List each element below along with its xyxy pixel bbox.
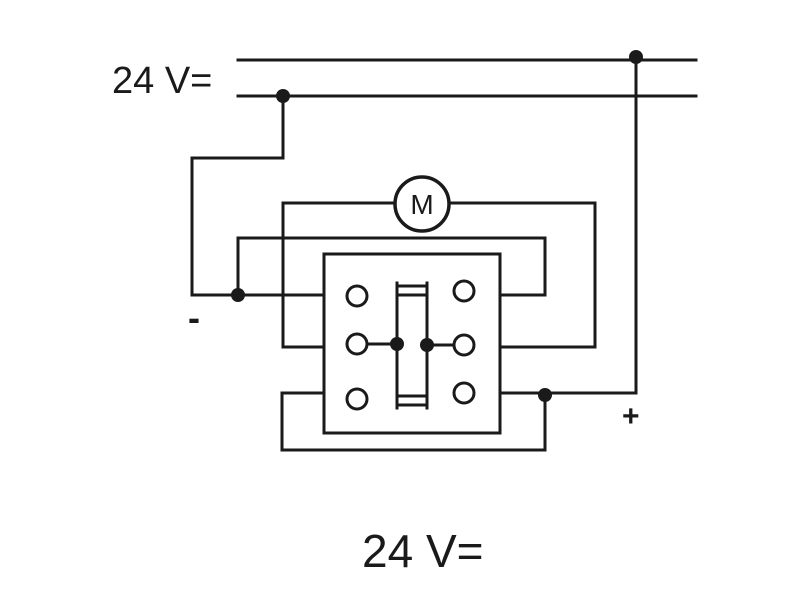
terminal-right-middle bbox=[452, 333, 476, 357]
terminal-left-top bbox=[345, 284, 369, 308]
wire-positive-feed bbox=[500, 55, 638, 395]
diagram-caption: 24 V= bbox=[362, 525, 484, 577]
motor-symbol bbox=[393, 175, 451, 233]
negative-terminal-label: - bbox=[188, 297, 200, 338]
junction-contact-right bbox=[420, 338, 434, 352]
terminal-right-bottom bbox=[452, 381, 476, 405]
junction-contact-left bbox=[390, 337, 404, 351]
terminal-left-bottom bbox=[345, 387, 369, 411]
positive-terminal-label: + bbox=[622, 400, 640, 433]
wire-motor-right bbox=[448, 201, 597, 349]
junction-negative-rail bbox=[276, 89, 290, 103]
terminal-right-top bbox=[452, 279, 476, 303]
wire-bottom-bridge bbox=[280, 391, 547, 452]
terminal-left-middle bbox=[345, 332, 369, 356]
wire-motor-left bbox=[281, 201, 396, 349]
wire-negative-feed bbox=[190, 94, 324, 297]
switch-housing bbox=[322, 252, 502, 435]
motor-label: M bbox=[410, 189, 433, 220]
junction-positive-bridge bbox=[538, 388, 552, 402]
supply-voltage-label: 24 V= bbox=[112, 60, 213, 102]
wire-top-bridge bbox=[236, 236, 547, 297]
junction-positive-rail bbox=[629, 50, 643, 64]
junction-negative-bridge bbox=[231, 288, 245, 302]
